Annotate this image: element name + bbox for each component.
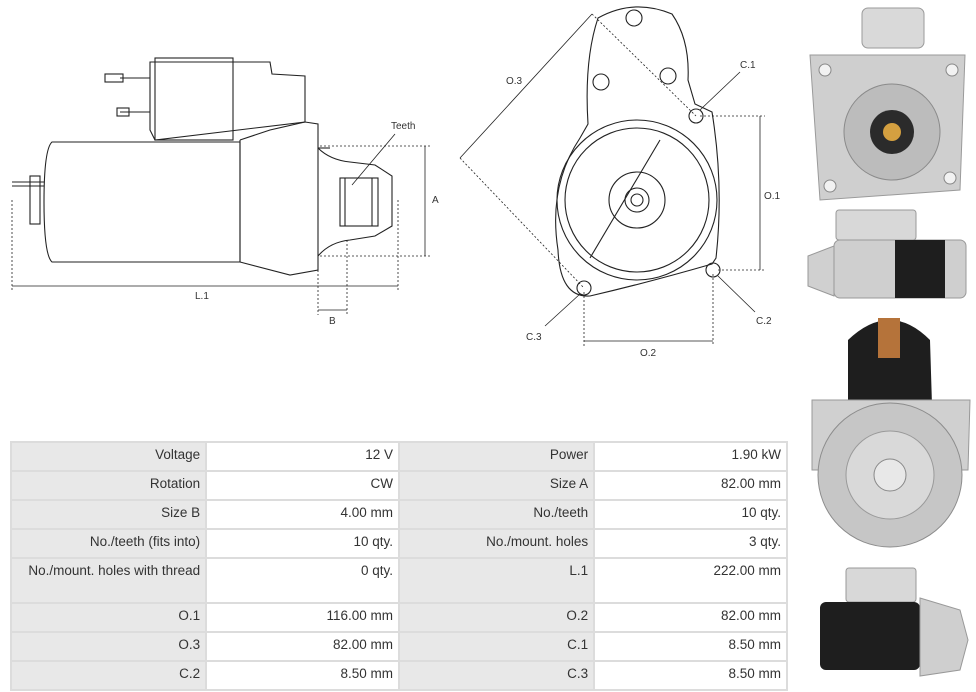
table-row: Rotation CW Size A 82.00 mm	[9, 470, 788, 501]
spec-value: 1.90 kW	[593, 441, 788, 472]
spec-label: O.1	[9, 602, 208, 633]
spec-label: C.2	[9, 660, 208, 691]
spec-value: 82.00 mm	[205, 631, 400, 662]
photo-side-2	[820, 567, 969, 677]
spec-label: C.1	[397, 631, 596, 662]
dim-c2-label: C.2	[756, 316, 772, 327]
spec-value: 8.50 mm	[593, 631, 788, 662]
spec-value: 3 qty.	[593, 528, 788, 559]
spec-value: 8.50 mm	[593, 660, 788, 691]
spec-label: O.3	[9, 631, 208, 662]
spec-value: 10 qty.	[593, 499, 788, 530]
side-view-drawing	[12, 57, 393, 276]
spec-value: 10 qty.	[205, 528, 400, 559]
dim-a-label: A	[432, 195, 439, 206]
spec-label: Power	[397, 441, 596, 472]
spec-value: 116.00 mm	[205, 602, 400, 633]
table-row: No./mount. holes with thread 0 qty. L.1 …	[9, 557, 788, 604]
spec-value: 4.00 mm	[205, 499, 400, 530]
dim-c1-label: C.1	[740, 60, 756, 71]
table-row: C.2 8.50 mm C.3 8.50 mm	[9, 660, 788, 691]
spec-label: Rotation	[9, 470, 208, 501]
table-row: No./teeth (fits into) 10 qty. No./mount.…	[9, 528, 788, 559]
product-photos	[807, 7, 971, 677]
spec-value: 82.00 mm	[593, 602, 788, 633]
spec-value: 8.50 mm	[205, 660, 400, 691]
front-view-dimensions	[459, 13, 765, 346]
dim-l1-label: L.1	[195, 291, 209, 302]
photo-front-flange	[809, 7, 966, 201]
teeth-label: Teeth	[391, 121, 415, 132]
spec-label: No./mount. holes	[397, 528, 596, 559]
dim-b-label: B	[329, 316, 336, 327]
spec-label: No./mount. holes with thread	[9, 557, 208, 604]
photo-rear	[811, 318, 971, 548]
table-row: O.1 116.00 mm O.2 82.00 mm	[9, 602, 788, 633]
dim-o2-label: O.2	[640, 348, 657, 359]
spec-label: Size A	[397, 470, 596, 501]
side-view-dimensions	[11, 133, 430, 315]
technical-drawing: Teeth A B L.1 O.3 C.1 O.1 C.2 O.2 C.3	[11, 6, 781, 359]
spec-label: Voltage	[9, 441, 208, 472]
spec-label: No./teeth (fits into)	[9, 528, 208, 559]
table-row: Size B 4.00 mm No./teeth 10 qty.	[9, 499, 788, 530]
spec-label: Size B	[9, 499, 208, 530]
table-row: O.3 82.00 mm C.1 8.50 mm	[9, 631, 788, 662]
dim-c3-label: C.3	[526, 332, 542, 343]
spec-label: O.2	[397, 602, 596, 633]
spec-label: L.1	[397, 557, 596, 604]
dim-o3-label: O.3	[506, 76, 523, 87]
spec-value: CW	[205, 470, 400, 501]
photo-side	[807, 209, 967, 299]
spec-table: Voltage 12 V Power 1.90 kW Rotation CW S…	[9, 441, 788, 691]
spec-label: C.3	[397, 660, 596, 691]
spec-value: 12 V	[205, 441, 400, 472]
table-row: Voltage 12 V Power 1.90 kW	[9, 441, 788, 472]
spec-label: No./teeth	[397, 499, 596, 530]
spec-value: 82.00 mm	[593, 470, 788, 501]
front-view-drawing	[555, 6, 721, 297]
dim-o1-label: O.1	[764, 191, 781, 202]
spec-value: 222.00 mm	[593, 557, 788, 604]
spec-value: 0 qty.	[205, 557, 400, 604]
